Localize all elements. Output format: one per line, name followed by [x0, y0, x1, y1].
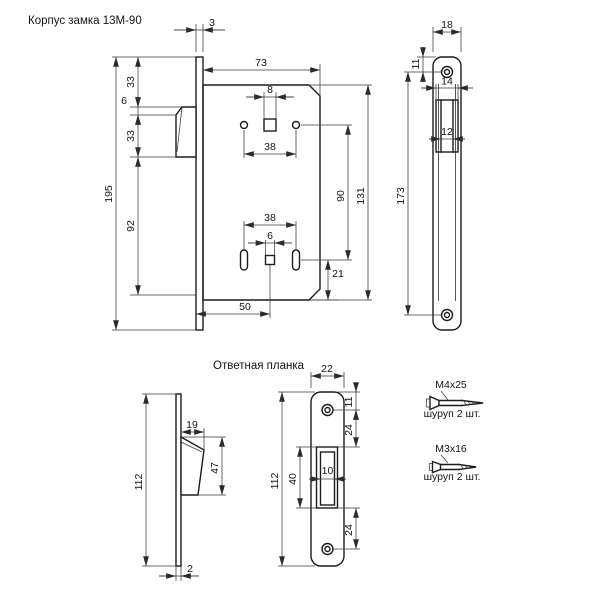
- screw2-threads: [460, 464, 472, 470]
- dim-tongue-height: 47: [209, 462, 221, 474]
- dim-mid-span: 92: [125, 220, 137, 232]
- screw1-shank: [438, 399, 463, 407]
- dim-bottom-holes-span: 38: [264, 212, 276, 224]
- lock-faceplate-dimensions: 18 11 14 12 173: [395, 19, 473, 316]
- lower-slot-left: [239, 249, 249, 271]
- screw1-note: шуруп 2 шт.: [424, 408, 481, 420]
- dim-body-height: 131: [355, 187, 367, 205]
- strike-plate-title: Ответная планка: [213, 360, 305, 372]
- dim-strike-front-height: 112: [269, 472, 281, 489]
- upper-hole-right: [291, 120, 301, 130]
- screw2-tip: [458, 463, 477, 471]
- screw1-threads: [463, 400, 479, 406]
- dim-backset: 50: [239, 301, 251, 313]
- lower-slot-right: [291, 249, 301, 271]
- dim-plate-thickness: 3: [209, 17, 215, 29]
- dim-faceplate-width: 18: [441, 19, 453, 31]
- dim-strike-screw-offset: 11: [343, 396, 355, 407]
- strike-tongue-bend-line: [180, 441, 203, 453]
- dim-bottom-offset: 21: [332, 268, 344, 280]
- dim-latch-height: 33: [125, 130, 137, 142]
- screw2-leader: [440, 454, 449, 464]
- lower-square-hole: [264, 254, 276, 266]
- latch-window: [435, 99, 459, 153]
- strike-front-dimensions: 22 11 24 40 10 24 112: [269, 363, 360, 567]
- screw1-tip: [461, 399, 484, 407]
- upper-hole-left: [239, 120, 249, 130]
- faceplate-front: [432, 56, 462, 331]
- strike-screw-hole-top-inner: [324, 406, 331, 414]
- spindle-square-hole: [263, 118, 277, 132]
- screw2-note: шуруп 2 шт.: [424, 471, 481, 483]
- strike-screw-hole-bottom-inner: [324, 545, 331, 553]
- screw-hole-top-inner: [443, 68, 451, 76]
- dim-strike-thickness: 2: [187, 563, 193, 575]
- dim-latch-bevel: 6: [121, 95, 127, 107]
- dim-square-hole: 8: [267, 84, 273, 96]
- dim-centers-span: 90: [335, 190, 347, 202]
- strike-plate-edge: [175, 393, 182, 567]
- screw-m3x16: М3х16 шуруп 2 шт.: [424, 443, 481, 483]
- dim-tongue-depth: 19: [186, 419, 198, 431]
- latch-bevel-line: [176, 106, 183, 153]
- screw1-label: М4х25: [435, 379, 467, 391]
- lock-faceplate-view: [432, 56, 462, 331]
- faceplate-inner-lines: [438, 84, 456, 301]
- dim-body-width: 73: [255, 57, 267, 69]
- dim-screw-to-window: 24: [343, 424, 355, 436]
- dim-strike-side-height: 112: [133, 473, 145, 490]
- lock-main-dimensions: 3 33 6 33 92 195 73 8 38 38 6: [103, 17, 372, 331]
- dim-bottom-square: 6: [267, 230, 273, 242]
- lock-case-outline: [202, 84, 321, 301]
- dim-top-to-latch: 33: [125, 76, 137, 88]
- dim-window-width: 14: [441, 76, 453, 88]
- faceplate-edge: [195, 56, 204, 331]
- lock-main-view: [175, 56, 321, 331]
- strike-side-dimensions: 19 47 112 2: [133, 393, 226, 581]
- dim-window-height: 40: [287, 473, 299, 485]
- screw-hole-bottom-inner: [443, 311, 451, 319]
- screw1-leader: [440, 390, 449, 401]
- latch-in-window: [440, 99, 454, 153]
- screw2-shank: [439, 463, 460, 471]
- dim-faceplate-screw-offset: 11: [410, 58, 422, 69]
- dim-faceplate-height: 195: [103, 185, 115, 203]
- strike-tongue: [180, 435, 205, 496]
- screw-m4x25: М4х25 шуруп 2 шт.: [424, 379, 484, 420]
- dim-window-to-screw: 24: [343, 524, 355, 536]
- dim-top-holes-span: 38: [264, 141, 276, 153]
- screw2-label: М3х16: [435, 443, 467, 455]
- latch-bolt: [175, 106, 197, 158]
- dim-latch-width: 12: [441, 126, 453, 138]
- dim-strike-width: 22: [321, 363, 333, 375]
- dim-hole-width: 10: [322, 465, 334, 477]
- dim-screw-centers: 173: [395, 187, 407, 205]
- lock-body-title: Корпус замка 13М-90: [28, 15, 142, 27]
